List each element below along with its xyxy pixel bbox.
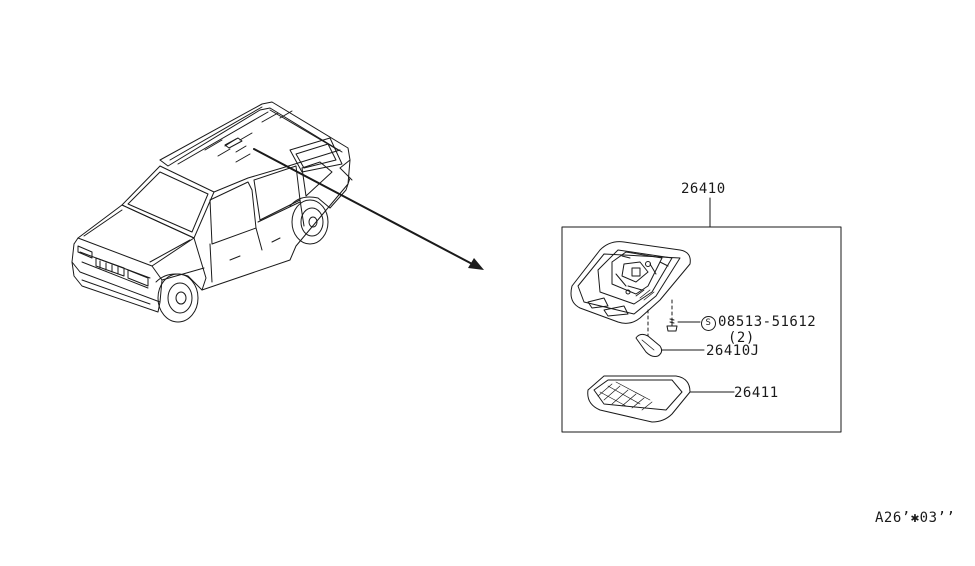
s-symbol-icon: S: [701, 316, 716, 331]
diagram-code: A26’✱03’’: [875, 510, 956, 526]
detail-frame: [561, 226, 842, 433]
screw-part-number-text: 08513-51612: [718, 314, 817, 330]
location-arrow: [253, 148, 484, 270]
bulb-part-number: 26410J: [706, 343, 760, 359]
lens-part-number: 26411: [734, 385, 779, 401]
bulb-illustration: [635, 333, 663, 357]
lens-illustration: [587, 375, 691, 423]
screw-illustration: [666, 317, 678, 332]
assembly-part-number: 26410: [681, 181, 726, 197]
lamp-housing-illustration: [570, 241, 691, 337]
vehicle-illustration: [71, 101, 353, 323]
screw-quantity: (2): [728, 330, 755, 346]
